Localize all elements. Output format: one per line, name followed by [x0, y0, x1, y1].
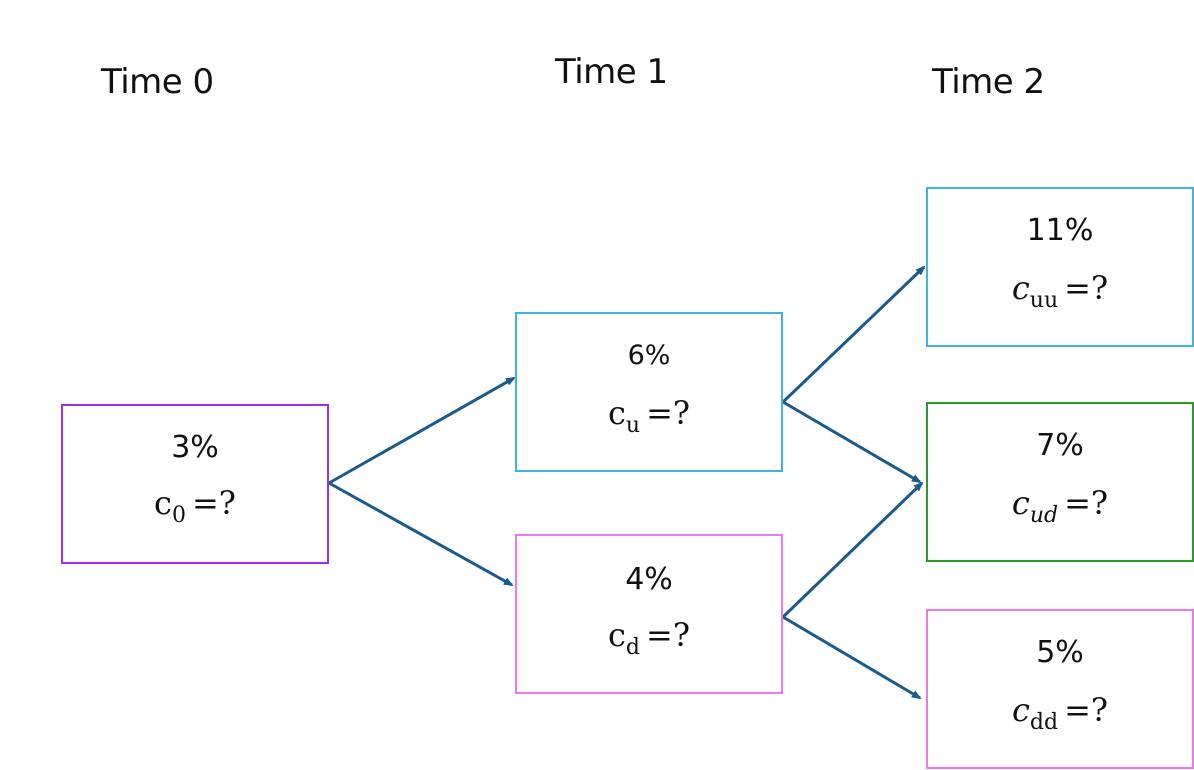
node-cuu: 11% cuu=?	[926, 187, 1194, 347]
arrow-cd-to-cud	[781, 481, 924, 619]
node-cud-subscript: ud	[1029, 503, 1059, 528]
node-cdd: 5% cdd=?	[926, 609, 1194, 769]
node-cud-rate: 7%	[1036, 428, 1084, 463]
node-cdd-subscript: dd	[1029, 710, 1059, 735]
arrow-cu-to-cud	[782, 400, 922, 484]
arrow-cd-to-cdd	[782, 615, 922, 700]
arrow-cu-to-cuu	[781, 265, 926, 404]
node-c0: 3% c0=?	[61, 404, 329, 564]
node-c0-equals: =?	[191, 484, 236, 522]
node-cud: 7% cud=?	[926, 402, 1194, 562]
node-cuu-subscript: uu	[1029, 288, 1059, 313]
node-cdd-equals: =?	[1064, 691, 1109, 729]
node-cud-equals: =?	[1064, 484, 1109, 522]
node-cud-symbol: c	[1011, 484, 1030, 522]
node-cuu-equals: =?	[1064, 269, 1109, 307]
node-cu-rate: 6%	[627, 340, 671, 371]
node-cd-rate: 4%	[625, 562, 673, 597]
node-cd-subscript: d	[625, 635, 641, 660]
node-cuu-symbol: c	[1011, 269, 1030, 307]
node-cu-subscript: u	[625, 413, 641, 438]
time-0-label: Time 0	[101, 62, 214, 102]
node-c0-symbol: c	[154, 484, 172, 522]
arrow-c0-to-cd	[328, 481, 514, 587]
time-2-label: Time 2	[932, 62, 1045, 102]
time-1-label: Time 1	[555, 52, 668, 92]
node-cdd-rate: 5%	[1036, 635, 1084, 670]
node-cdd-symbol: c	[1011, 691, 1030, 729]
node-cu-equals: =?	[646, 394, 691, 432]
node-cu-symbol: c	[607, 394, 626, 432]
node-c0-value: c0=?	[63, 484, 327, 528]
node-cd-value: cd=?	[517, 616, 781, 660]
node-cuu-rate: 11%	[1026, 213, 1094, 248]
arrow-c0-to-cu	[328, 376, 516, 485]
node-c0-rate: 3%	[171, 430, 219, 465]
node-cd-equals: =?	[646, 616, 690, 654]
node-cdd-value: cdd=?	[928, 691, 1192, 735]
node-cd: 4% cd=?	[515, 534, 783, 694]
node-cu-value: cu=?	[517, 394, 781, 438]
node-cu: 6% cu=?	[515, 312, 783, 472]
node-cud-value: cud=?	[928, 484, 1192, 528]
node-c0-subscript: 0	[171, 503, 186, 528]
node-cuu-value: cuu=?	[928, 269, 1192, 313]
node-cd-symbol: c	[608, 616, 626, 654]
